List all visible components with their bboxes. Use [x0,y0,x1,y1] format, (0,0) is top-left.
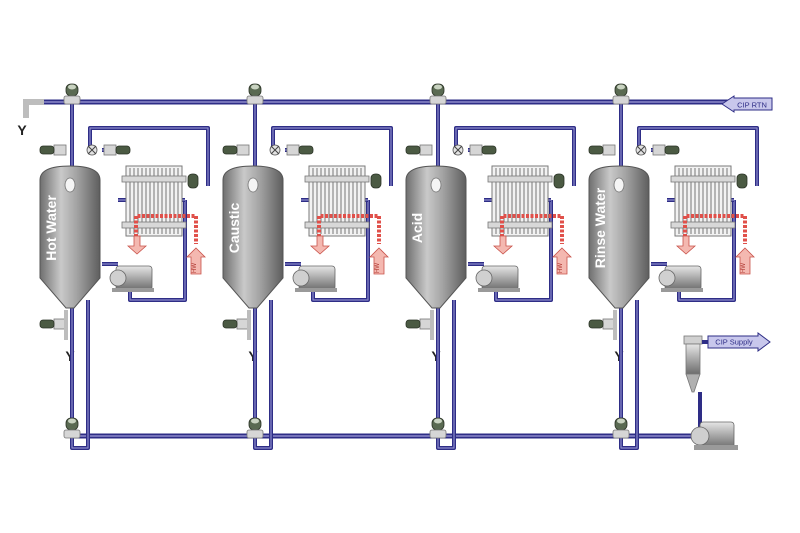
actuator-valve-icon [405,144,433,156]
hot-water-line [317,214,381,246]
heat-exchanger [121,165,187,237]
cip-return-callout: CIP RTN [721,95,773,113]
actuator-valve-icon [39,144,67,156]
actuator-valve-icon [222,144,250,156]
cross-valve-icon [86,144,98,156]
valve-icon [429,83,447,105]
supply-pump [690,421,738,450]
hot-water-line [500,214,564,246]
heat-exchanger [670,165,736,237]
hot-water-inlet: HW [186,247,206,275]
tank-label: Caustic [226,203,242,254]
tank: Rinse Water [588,165,650,309]
hw-label: HW [375,263,381,273]
tank-module: HW Caustic [222,83,393,450]
valve-icon [63,83,81,105]
actuator-valve-icon [469,144,497,156]
actuator-valve-icon [103,144,131,156]
hot-water-inlet: HW [552,247,572,275]
heat-exchanger [304,165,370,237]
hot-water-inlet: HW [369,247,389,275]
tank-label: Hot Water [43,195,59,261]
cip-supply-label: CIP Supply [715,338,753,347]
valve-icon [246,83,264,105]
cip-return-label: CIP RTN [737,101,767,110]
valve-icon [63,417,81,439]
valve-icon [612,83,630,105]
actuator-valve-icon [39,318,67,330]
pump-icon [475,265,520,292]
tank-module: HW Hot Water [39,83,210,450]
heat-exchanger [487,165,553,237]
tank-module: HW Rinse Water [588,83,759,450]
hw-label: HW [741,263,747,273]
outflow-arrow-icon [126,235,148,255]
cip-supply-callout: CIP Supply [707,332,771,352]
tank: Hot Water [39,165,101,309]
tank-label: Rinse Water [592,187,608,268]
tank: Caustic [222,165,284,309]
top-valve-icon [187,173,199,189]
hot-water-line [683,214,747,246]
tank-label: Acid [409,213,425,243]
pump-icon [292,265,337,292]
hot-water-inlet: HW [735,247,755,275]
drain-symbol: Y [17,122,27,138]
outflow-arrow-icon [309,235,331,255]
tank: Acid [405,165,467,309]
cross-valve-icon [452,144,464,156]
supply-strainer [683,335,742,436]
tank-module: HW Acid [405,83,576,450]
valve-icon [246,417,264,439]
outflow-arrow-icon [492,235,514,255]
actuator-valve-icon [286,144,314,156]
actuator-valve-icon [652,144,680,156]
top-valve-icon [370,173,382,189]
actuator-valve-icon [405,318,433,330]
top-valve-icon [553,173,565,189]
top-valve-icon [736,173,748,189]
return-header [23,99,740,118]
actuator-valve-icon [588,144,616,156]
pump-icon [658,265,703,292]
hot-water-line [134,214,198,246]
cross-valve-icon [269,144,281,156]
hw-label: HW [558,263,564,273]
valve-icon [429,417,447,439]
pump-icon [109,265,154,292]
cross-valve-icon [635,144,647,156]
outflow-arrow-icon [675,235,697,255]
hw-label: HW [192,263,198,273]
actuator-valve-icon [588,318,616,330]
actuator-valve-icon [222,318,250,330]
valve-icon [612,417,630,439]
